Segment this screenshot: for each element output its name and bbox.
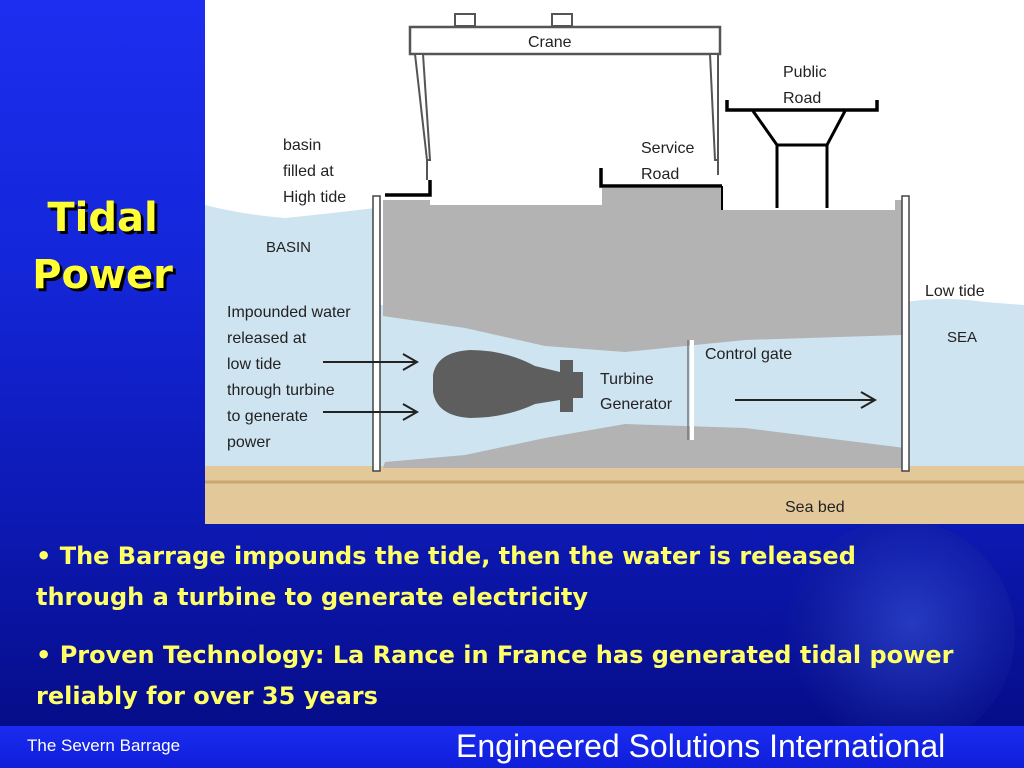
crane-beam [408, 25, 722, 56]
title-line-2: Power [32, 252, 173, 298]
slide-title: Tidal Power [0, 190, 205, 304]
service-road-label-1: Service [641, 140, 694, 157]
impounded-label-1: Impounded water [227, 304, 351, 321]
turbine-generator-shape [433, 350, 583, 418]
basin-filled-label-2: filled at [283, 163, 334, 180]
title-line-1: Tidal [47, 195, 158, 241]
impounded-label-5: to generate [227, 408, 308, 425]
public-road-label-2: Road [783, 90, 821, 107]
bullet-list: • The Barrage impounds the tide, then th… [36, 536, 966, 734]
barrage-cross-section: Crane Public Road basin filled at High t… [205, 13, 1024, 524]
control-gate-label: Control gate [705, 346, 792, 363]
footer-presentation-title: The Severn Barrage [27, 736, 181, 755]
sea-bed-label: Sea bed [785, 499, 845, 516]
globe-watermark [785, 520, 1015, 750]
public-road-deck [725, 100, 879, 112]
crane-label: Crane [528, 34, 572, 51]
turbine-label-1: Turbine [600, 371, 654, 388]
basin-side-wall [372, 195, 381, 472]
barrage-lower-base [383, 424, 905, 468]
low-tide-label: Low tide [925, 283, 985, 300]
crane-right-leg [708, 53, 719, 161]
sea-bed [205, 466, 1024, 524]
barrage-upper-structure [383, 188, 902, 352]
turbine-label-2: Generator [600, 396, 673, 413]
crane-left-leg [413, 53, 432, 161]
service-road-edge [599, 168, 722, 188]
bullet-item-1: • The Barrage impounds the tide, then th… [36, 542, 856, 611]
impounded-label-3: low tide [227, 356, 281, 373]
basin-label: BASIN [266, 239, 311, 256]
basin-water [205, 205, 375, 466]
bullet-item-2: • Proven Technology: La Rance in France … [36, 641, 954, 710]
basin-filled-label-1: basin [283, 137, 321, 154]
public-road-label-1: Public [783, 64, 827, 81]
public-road-support [751, 110, 847, 147]
impounded-label-4: through turbine [227, 382, 335, 399]
footer-company-name: Engineered Solutions International [456, 728, 946, 764]
impounded-label-2: released at [227, 330, 307, 347]
barrage-diagram: Crane Public Road basin filled at High t… [205, 0, 1024, 524]
crane-top-right [551, 13, 573, 27]
sea-side-wall [901, 195, 910, 472]
impounded-label-6: power [227, 434, 271, 451]
sea-label: SEA [947, 329, 977, 346]
sea-water [905, 299, 1024, 466]
basin-walkway-edge [385, 180, 432, 197]
basin-filled-label-3: High tide [283, 189, 346, 206]
service-road-label-2: Road [641, 166, 679, 183]
flow-arrows [323, 353, 878, 421]
crane-top-left [454, 13, 476, 27]
footer-bar: The Severn Barrage Engineered Solutions … [0, 726, 1024, 768]
